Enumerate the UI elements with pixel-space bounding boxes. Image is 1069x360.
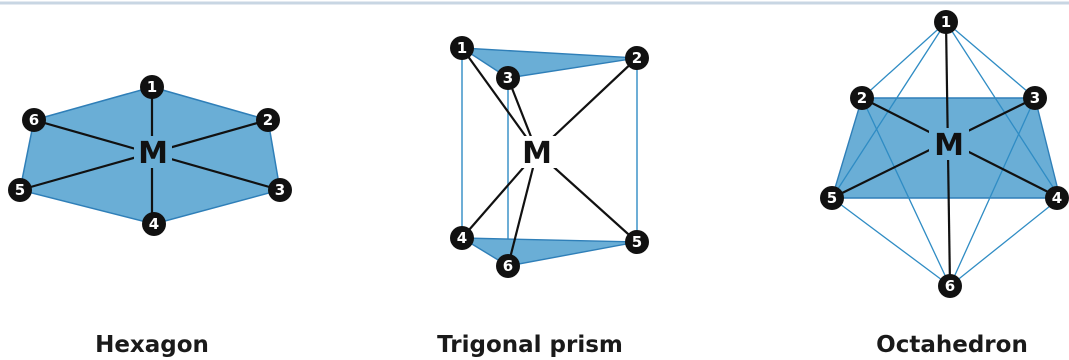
vertex-6: 6 bbox=[496, 254, 520, 278]
hexagon-diagram: M 1 2 3 4 5 6 Hexagon bbox=[8, 75, 292, 358]
vertex-3: 3 bbox=[496, 66, 520, 90]
edge-1-5 bbox=[831, 21, 947, 199]
svg-text:1: 1 bbox=[457, 39, 467, 57]
vertex-4: 4 bbox=[450, 226, 474, 250]
svg-text:5: 5 bbox=[827, 189, 837, 207]
center-label-bg bbox=[134, 136, 172, 168]
svg-text:4: 4 bbox=[149, 215, 159, 233]
svg-text:2: 2 bbox=[263, 111, 273, 129]
vertex-5: 5 bbox=[820, 186, 844, 210]
edge-6-4 bbox=[949, 197, 1061, 287]
caption-hexagon: Hexagon bbox=[95, 332, 209, 358]
vertex-4: 4 bbox=[1045, 186, 1069, 210]
prism-bottom-face bbox=[459, 237, 638, 267]
trigonal-prism-diagram: M 1 2 3 4 5 6 Trigonal prism bbox=[437, 36, 649, 358]
edge-6-2 bbox=[861, 97, 951, 287]
center-label: M bbox=[522, 136, 552, 171]
vertex-6: 6 bbox=[938, 274, 962, 298]
octahedron-diagram: M 1 2 3 4 5 6 Octahedron bbox=[820, 10, 1069, 358]
prism-edges bbox=[461, 48, 638, 266]
vertex-3: 3 bbox=[1023, 86, 1047, 110]
center-label-bg bbox=[517, 136, 557, 168]
prism-top-face bbox=[459, 47, 638, 79]
svg-text:1: 1 bbox=[147, 78, 157, 96]
vertex-1: 1 bbox=[934, 10, 958, 34]
vertex-5: 5 bbox=[8, 178, 32, 202]
svg-text:4: 4 bbox=[1052, 189, 1062, 207]
vertex-4: 4 bbox=[142, 212, 166, 236]
vertex-3: 3 bbox=[268, 178, 292, 202]
svg-text:3: 3 bbox=[1030, 89, 1040, 107]
svg-text:1: 1 bbox=[941, 13, 951, 31]
vertex-2: 2 bbox=[625, 46, 649, 70]
edge-6-5 bbox=[831, 197, 951, 287]
caption-octahedron: Octahedron bbox=[876, 332, 1028, 358]
vertex-1: 1 bbox=[450, 36, 474, 60]
svg-text:2: 2 bbox=[632, 49, 642, 67]
svg-text:3: 3 bbox=[275, 181, 285, 199]
svg-text:3: 3 bbox=[503, 69, 513, 87]
octahedron-edges bbox=[831, 21, 1061, 287]
edge-6-3 bbox=[949, 97, 1036, 287]
edge-1-3 bbox=[945, 21, 1036, 99]
vertex-2: 2 bbox=[256, 108, 280, 132]
svg-text:2: 2 bbox=[857, 89, 867, 107]
vertex-5: 5 bbox=[625, 230, 649, 254]
svg-text:5: 5 bbox=[632, 233, 642, 251]
center-label: M bbox=[934, 128, 964, 163]
vertex-2: 2 bbox=[850, 86, 874, 110]
caption-trigonal-prism: Trigonal prism bbox=[437, 332, 623, 358]
svg-text:6: 6 bbox=[503, 257, 513, 275]
svg-text:5: 5 bbox=[15, 181, 25, 199]
bond-m-1 bbox=[461, 47, 538, 153]
vertex-6: 6 bbox=[22, 108, 46, 132]
svg-text:6: 6 bbox=[29, 111, 39, 129]
svg-text:4: 4 bbox=[457, 229, 467, 247]
svg-text:6: 6 bbox=[945, 277, 955, 295]
center-label-bg bbox=[929, 128, 969, 160]
edge-1-2 bbox=[861, 21, 947, 99]
bond-m-6 bbox=[506, 151, 539, 267]
edge-1-4 bbox=[945, 21, 1061, 199]
vertex-1: 1 bbox=[140, 75, 164, 99]
center-label: M bbox=[138, 136, 168, 171]
